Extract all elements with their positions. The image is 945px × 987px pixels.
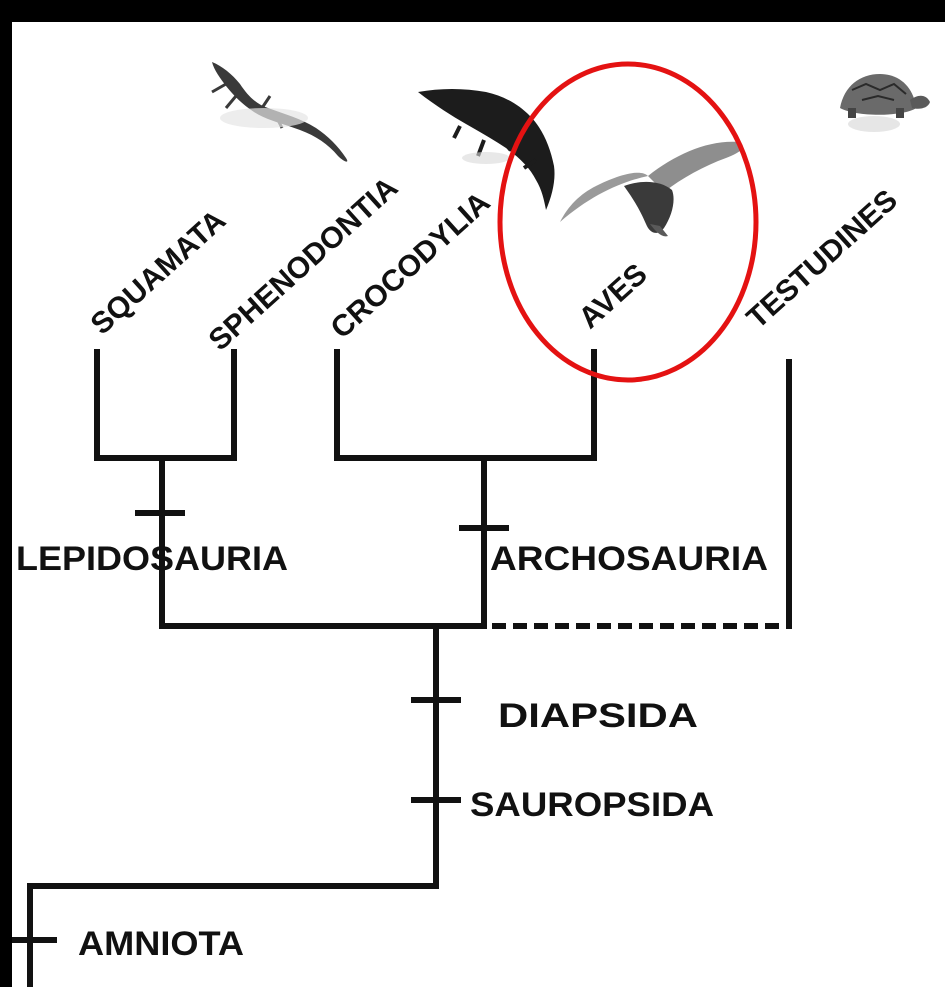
clade-label-archosauria: ARCHOSAURIA (490, 540, 768, 578)
tree-lines (14, 352, 789, 987)
tortoise-icon (840, 74, 930, 132)
cladogram-panel: SQUAMATA SPHENODONTIA CROCODYLIA AVES TE… (12, 22, 945, 987)
cladogram: SQUAMATA SPHENODONTIA CROCODYLIA AVES TE… (12, 22, 945, 987)
lizard-icon (212, 62, 347, 162)
taxon-label-sphenodontia: SPHENODONTIA (203, 171, 405, 357)
bird-icon (560, 142, 743, 237)
clade-label-diapsida: DIAPSIDA (498, 697, 698, 735)
highlight-circle-aves (500, 64, 756, 380)
taxon-label-squamata: SQUAMATA (85, 204, 233, 342)
clade-label-sauropsida: SAUROPSIDA (470, 786, 714, 824)
taxon-label-aves: AVES (573, 258, 654, 336)
crocodile-icon (418, 89, 555, 210)
taxon-label-testudines: TESTUDINES (741, 184, 904, 336)
clade-label-amniota: AMNIOTA (78, 925, 244, 963)
clade-label-lepidosauria: LEPIDOSAURIA (16, 540, 288, 578)
